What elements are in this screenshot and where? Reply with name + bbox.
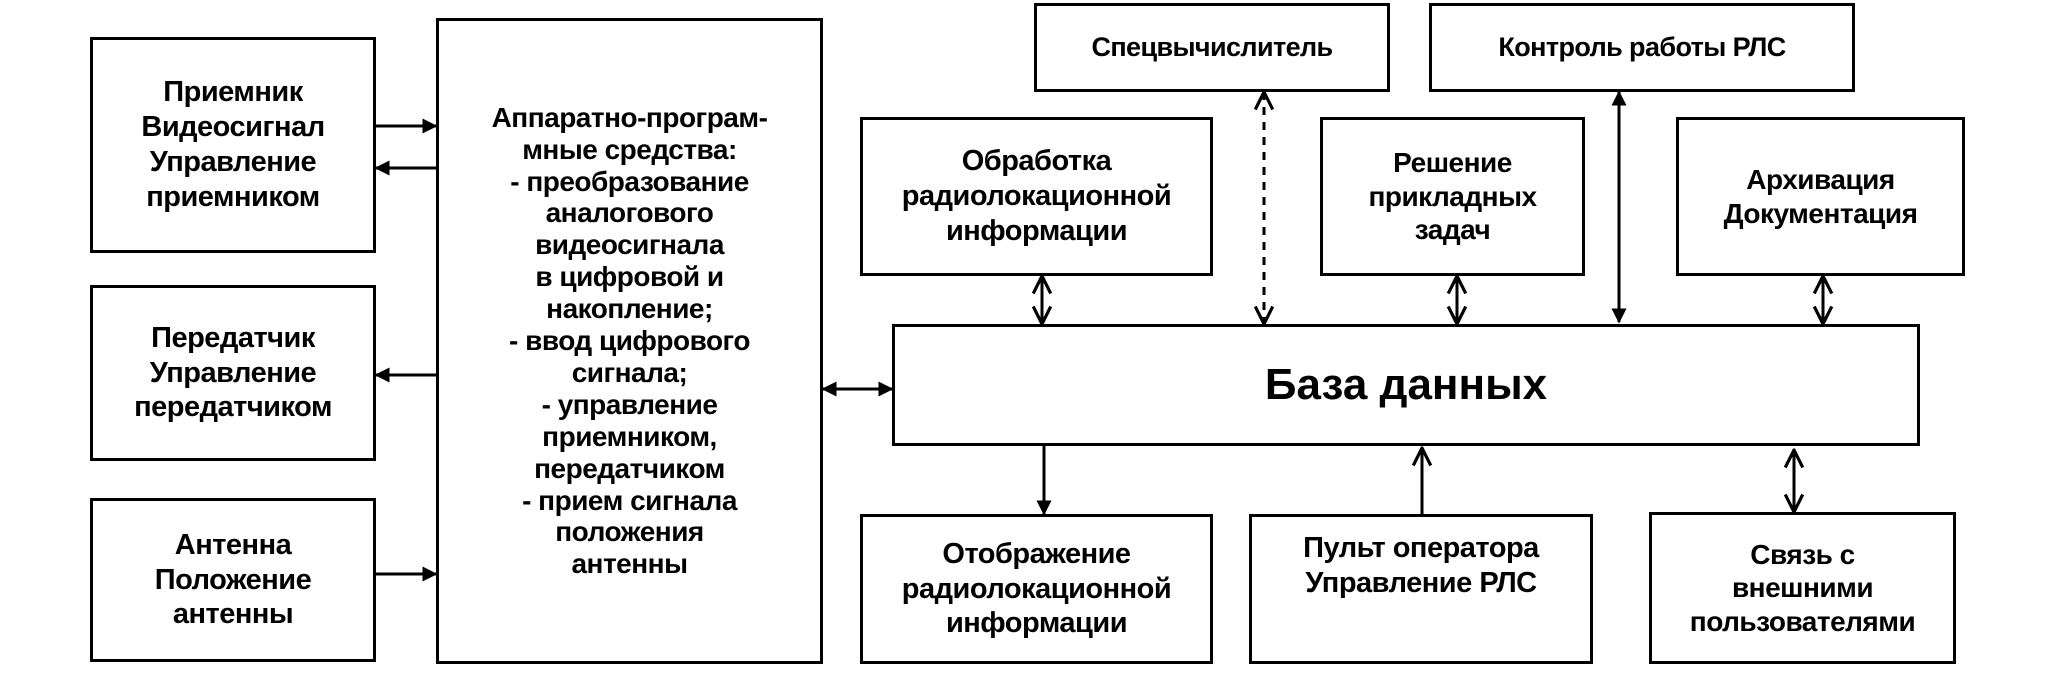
display-line-1: Отображение [942, 537, 1131, 570]
hw-line-9: сигнала; [571, 356, 688, 388]
hw-line-10: - управление [541, 388, 718, 420]
database-box: База данных [892, 324, 1920, 446]
hw-line-6: в цифровой и [535, 261, 724, 293]
external-line-2: внешними [1731, 572, 1874, 604]
hw-line-14: положения [555, 516, 704, 548]
archiving-box: Архивация Документация [1676, 117, 1965, 276]
special-computer-label: Спецвычислитель [1091, 32, 1333, 63]
transmitter-box: Передатчик Управление передатчиком [90, 285, 376, 461]
radar-control-label: Контроль работы РЛС [1498, 32, 1786, 63]
external-line-1: Связь с [1750, 538, 1855, 570]
receiver-line-4: приемником [146, 180, 320, 213]
receiver-line-2: Видеосигнал [141, 111, 325, 144]
receiver-box: Приемник Видеосигнал Управление приемник… [90, 37, 376, 253]
hw-line-12: передатчиком [534, 452, 725, 484]
processing-line-2: радиолокационной [901, 180, 1172, 213]
hw-line-13: - прием сигнала [522, 484, 737, 516]
hw-line-7: накопление; [546, 293, 713, 325]
processing-line-3: информации [945, 214, 1128, 247]
hw-line-5: видеосигнала [535, 229, 724, 261]
hw-line-11: приемником, [542, 420, 717, 452]
receiver-line-1: Приемник [163, 76, 303, 109]
operator-console-box: Пульт оператора Управление РЛС [1249, 514, 1593, 664]
hardware-software-box: Аппаратно-програм- мные средства: - прео… [436, 18, 823, 664]
hw-line-3: - преобразование [510, 165, 749, 197]
transmitter-line-3: передатчиком [134, 391, 332, 424]
external-line-3: пользователями [1689, 605, 1916, 637]
hw-line-2: мные средства: [522, 133, 737, 165]
antenna-line-2: Положение [154, 563, 312, 596]
applied-tasks-line-1: Решение [1393, 147, 1512, 179]
archiving-line-2: Документация [1723, 197, 1918, 229]
antenna-line-1: Антенна [174, 528, 292, 561]
external-users-box: Связь с внешними пользователями [1649, 512, 1956, 664]
radar-processing-box: Обработка радиолокационной информации [860, 117, 1213, 276]
console-line-1: Пульт оператора [1303, 532, 1539, 564]
processing-line-1: Обработка [961, 145, 1112, 178]
antenna-box: Антенна Положение антенны [90, 498, 376, 662]
radar-display-box: Отображение радиолокационной информации [860, 514, 1213, 664]
antenna-line-3: антенны [172, 598, 294, 631]
console-line-2: Управление РЛС [1305, 566, 1537, 599]
receiver-line-3: Управление [149, 146, 317, 178]
applied-tasks-line-3: задач [1414, 214, 1491, 246]
archiving-line-1: Архивация [1746, 163, 1895, 195]
hw-line-1: Аппаратно-програм- [491, 101, 768, 133]
applied-tasks-line-2: прикладных [1368, 180, 1537, 212]
hw-line-15: антенны [571, 548, 688, 580]
radar-control-box: Контроль работы РЛС [1429, 3, 1855, 92]
database-label: База данных [1264, 359, 1548, 409]
display-line-2: радиолокационной [901, 572, 1172, 605]
display-line-3: информации [945, 607, 1128, 640]
hw-line-4: аналогового [545, 197, 714, 229]
applied-tasks-box: Решение прикладных задач [1320, 117, 1585, 276]
transmitter-line-2: Управление [149, 356, 317, 389]
transmitter-line-1: Передатчик [151, 321, 315, 354]
special-computer-box: Спецвычислитель [1034, 3, 1390, 92]
hw-line-8: - ввод цифрового [509, 325, 750, 357]
